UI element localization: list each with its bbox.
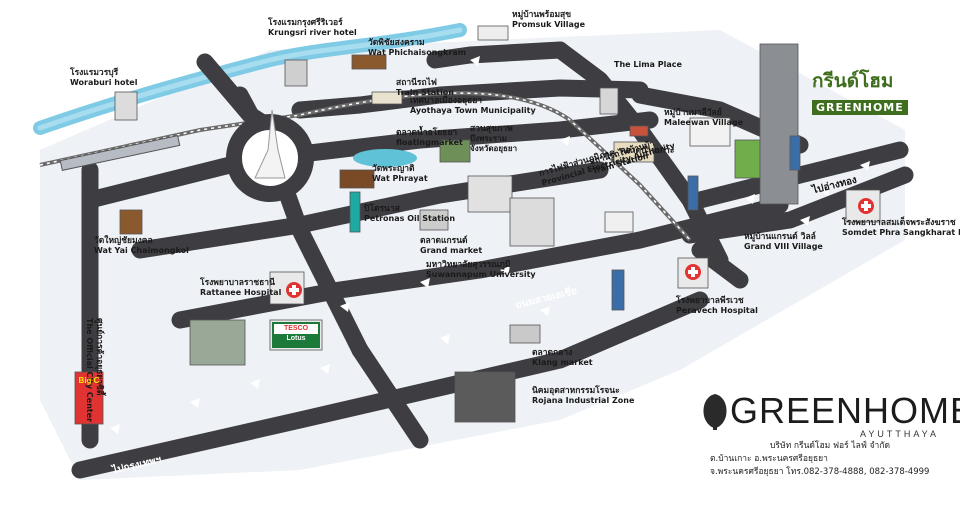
label-grand-viii: หมู่บ้านแกรนด์ วิลล์Grand VIII Village (744, 232, 823, 251)
brand-contact: บริษัท กรีนด์โฮม ฟอร์ ไลฟ์ จำกัด ต.บ้านเ… (710, 440, 929, 479)
brand-company: บริษัท กรีนด์โฮม ฟอร์ ไลฟ์ จำกัด (770, 441, 890, 451)
label-maleewan: หมู่บ้านมาลีวัลย์Maleewan Village (664, 108, 744, 127)
greenhome-logo-top: กรีนด์โฮม GREENHOME (812, 66, 908, 115)
label-wat-phrayat: วัดพระญาติWat Phrayat (372, 164, 428, 183)
label-ban-ko-market: ตลาดบ้านเกาะ (620, 146, 675, 156)
label-krungsri: โรงแรมกรุงศรีริเวอร์Krungsri river hotel (268, 18, 357, 37)
label-city-center: ศูนย์การค้าอยุธยาซิตี้The Official City … (85, 318, 104, 423)
brand-location: AYUTTHAYA (860, 429, 940, 439)
road-arrows (110, 56, 870, 434)
brand-address-2: จ.พระนครศรีอยุธยา โทร.082-378-4888, 082-… (710, 467, 930, 477)
floating-market-pond (353, 149, 417, 167)
tree-icon (703, 394, 727, 430)
stupa-icon (254, 109, 286, 179)
label-suwannapum: มหาวิทยาลัยสุวรรณภูมิSuwannapum Universi… (426, 260, 536, 279)
label-rattanee: โรงพยาบาลราชธานีRattanee Hospital (200, 278, 282, 297)
label-grand-market: ตลาดแกรนด์Grand market (420, 236, 483, 255)
tesco-label: TESCO Lotus (274, 324, 318, 344)
label-lima: The Lima Place (614, 60, 682, 69)
brand-address-1: ต.บ้านเกาะ อ.พระนครศรีอยุธยา (710, 454, 828, 464)
brand-name: GREENHOME (730, 390, 960, 431)
bigc-label: Big C (78, 376, 100, 385)
label-woraburi: โรงแรมวรบุรีWoraburi hotel (70, 68, 138, 87)
label-park: สวนสุขภาพบึงพระรามจังหวัดอยุธยา (470, 124, 518, 153)
train-icon (59, 135, 181, 171)
